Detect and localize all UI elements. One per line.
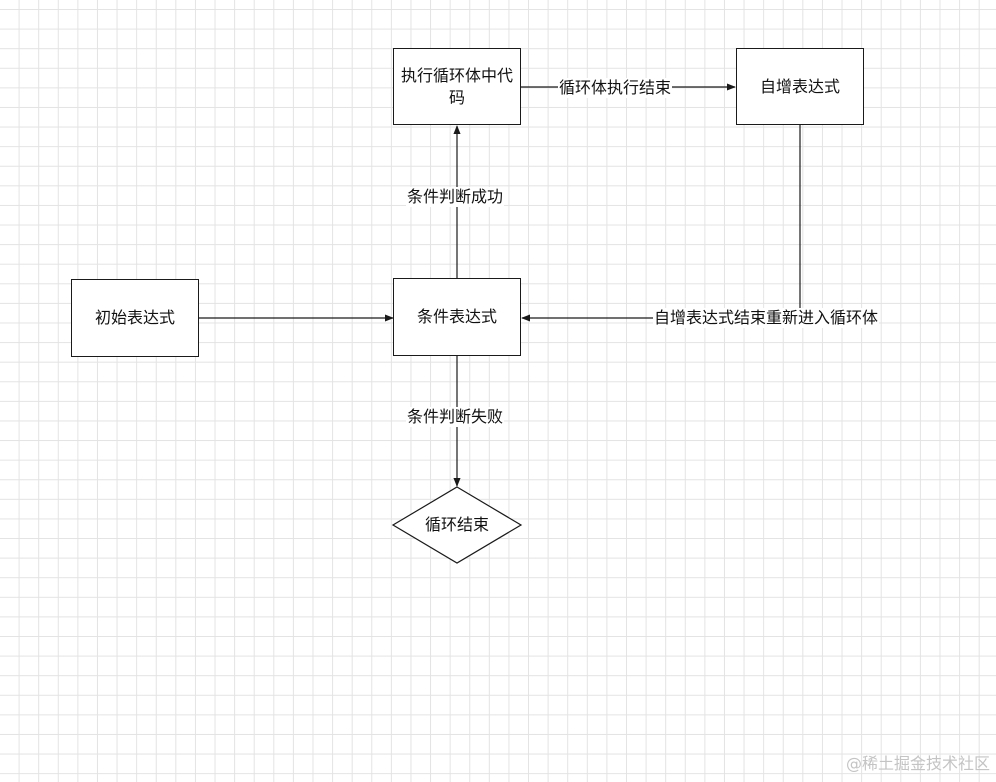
edge-label-condition-false: 条件判断失败 [406,407,505,427]
loop-body-box: 执行循环体中代码 [393,48,521,125]
edge-label-condition-true: 条件判断成功 [406,187,505,207]
condition-label: 条件表达式 [416,307,497,326]
loop-end-diamond [391,486,523,564]
loop-body-label: 执行循环体中代码 [400,65,513,107]
increment-box: 自增表达式 [736,48,864,125]
edge-label-body-to-increment: 循环体执行结束 [558,78,673,98]
edge-increment-to-condition [521,125,801,322]
init-label: 初始表达式 [94,308,175,327]
edge-label-increment-to-condition: 自增表达式结束重新进入循环体 [653,308,880,328]
init-box: 初始表达式 [71,279,199,357]
watermark: @稀土掘金技术社区 [845,754,990,773]
increment-label: 自增表达式 [759,76,840,96]
condition-box: 条件表达式 [393,278,521,356]
loop-end-label: 循环结束 [424,515,489,534]
